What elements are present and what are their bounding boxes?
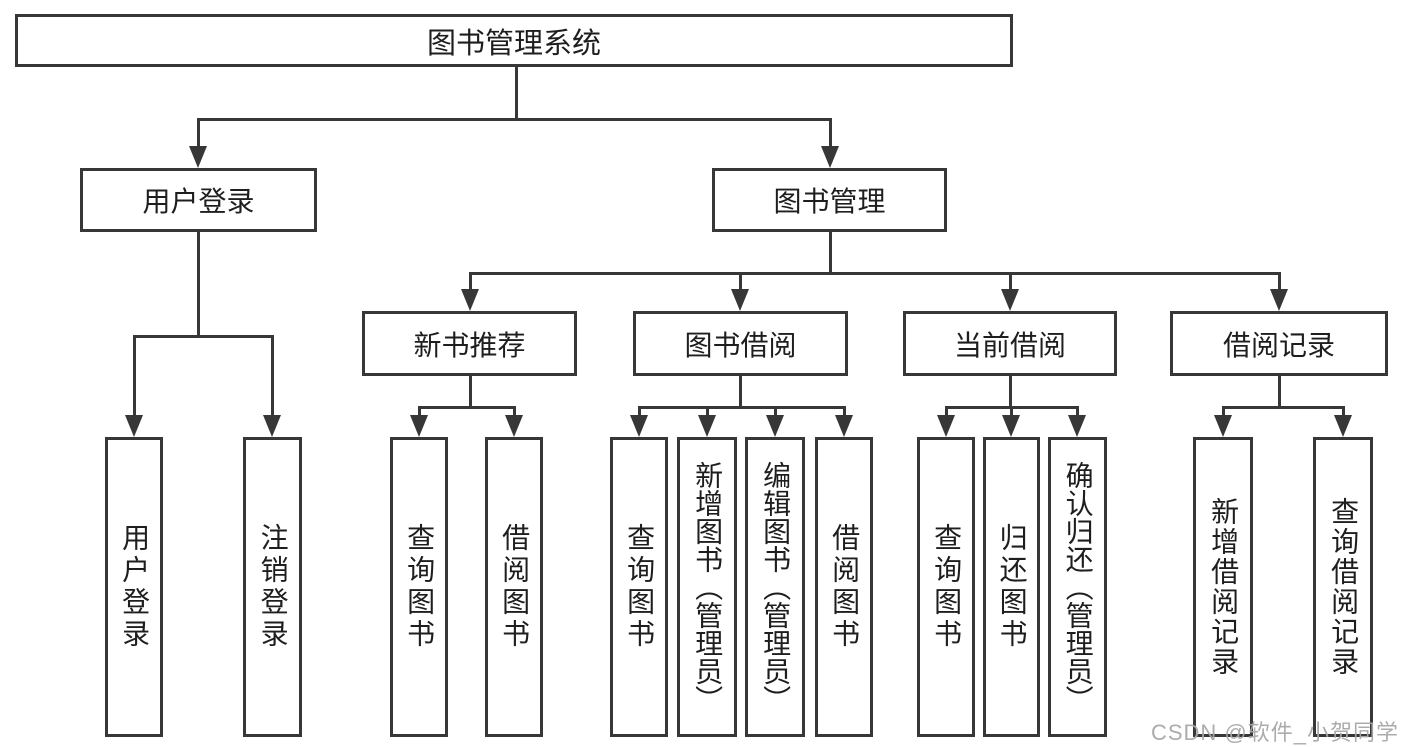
node-book-management: 图书管理 (712, 168, 947, 232)
node-current-borrowing: 当前借阅 (903, 311, 1117, 376)
connector-line (945, 406, 948, 418)
connector-line (638, 406, 641, 418)
connector-line (739, 376, 742, 409)
leaf-query-books-recommend: 查询图书 (390, 437, 448, 737)
node-label: 确认归还（管理员） (1062, 461, 1094, 713)
connector-line (133, 335, 274, 338)
connector-line (197, 118, 832, 121)
arrowhead (937, 415, 955, 437)
arrowhead (698, 415, 716, 437)
node-borrow-records: 借阅记录 (1170, 311, 1388, 376)
node-label: 新增图书（管理员） (692, 461, 724, 713)
leaf-add-books-admin: 新增图书（管理员） (677, 437, 737, 737)
connector-line (1278, 272, 1281, 292)
node-root: 图书管理系统 (15, 14, 1013, 67)
node-label: 查询图书 (931, 523, 963, 651)
connector-line (843, 406, 846, 418)
arrowhead (1270, 289, 1288, 311)
arrowhead (461, 289, 479, 311)
leaf-logout: 注销登录 (243, 437, 302, 737)
arrowhead (1334, 415, 1352, 437)
node-label: 注销登录 (257, 523, 289, 651)
connector-line (515, 67, 518, 120)
connector-line (829, 232, 832, 275)
csdn-watermark: CSDN @软件_小贺同学 (1150, 720, 1399, 745)
node-label: 借阅图书 (829, 523, 861, 651)
arrowhead (821, 146, 839, 168)
arrowhead (1214, 415, 1232, 437)
leaf-return-books: 归还图书 (983, 437, 1040, 737)
arrowhead (125, 415, 143, 437)
node-label: 图书管理系统 (426, 27, 601, 60)
node-label: 查询借阅记录 (1328, 497, 1360, 677)
arrowhead (731, 289, 749, 311)
connector-line (133, 335, 136, 417)
arrowhead (263, 415, 281, 437)
connector-line (418, 406, 515, 409)
node-label: 新书推荐 (413, 329, 526, 361)
node-label: 查询图书 (624, 523, 656, 651)
connector-line (1010, 406, 1013, 418)
leaf-add-borrow-record: 新增借阅记录 (1193, 437, 1253, 737)
node-label: 用户登录 (142, 186, 255, 217)
connector-line (739, 272, 742, 292)
arrowhead (766, 415, 784, 437)
connector-line (638, 406, 845, 409)
arrowhead (1002, 415, 1020, 437)
node-label: 用户登录 (119, 523, 151, 651)
connector-line (1222, 406, 1344, 409)
leaf-borrow-books-recommend: 借阅图书 (485, 437, 543, 737)
arrowhead (189, 146, 207, 168)
leaf-confirm-return-admin: 确认归还（管理员） (1048, 437, 1107, 737)
node-label: 图书管理 (773, 186, 886, 217)
node-label: 图书借阅 (684, 329, 797, 361)
connector-line (469, 272, 1281, 275)
arrowhead (505, 415, 523, 437)
connector-line (513, 406, 516, 418)
arrowhead (1001, 289, 1019, 311)
connector-line (469, 376, 472, 409)
leaf-query-borrow-record: 查询借阅记录 (1313, 437, 1373, 737)
connector-line (1076, 406, 1079, 418)
connector-line (774, 406, 777, 418)
node-label: 当前借阅 (953, 329, 1066, 361)
connector-line (418, 406, 421, 418)
node-label: 借阅图书 (499, 523, 531, 651)
connector-line (1009, 376, 1012, 409)
node-user-login: 用户登录 (80, 168, 317, 232)
arrowhead (630, 415, 648, 437)
leaf-query-books-current: 查询图书 (917, 437, 975, 737)
connector-line (1342, 406, 1345, 418)
arrowhead (1068, 415, 1086, 437)
arrowhead (835, 415, 853, 437)
node-label: 借阅记录 (1222, 329, 1335, 361)
node-book-borrowing: 图书借阅 (633, 311, 848, 376)
leaf-user-login: 用户登录 (105, 437, 163, 737)
node-new-book-recommend: 新书推荐 (362, 311, 577, 376)
leaf-edit-books-admin: 编辑图书（管理员） (745, 437, 805, 737)
connector-line (1222, 406, 1225, 418)
leaf-borrow-books: 借阅图书 (815, 437, 873, 737)
connector-line (197, 118, 200, 148)
connector-line (1278, 376, 1281, 409)
connector-line (271, 335, 274, 417)
node-label: 归还图书 (996, 523, 1028, 651)
connector-line (197, 232, 200, 338)
arrowhead (410, 415, 428, 437)
node-label: 编辑图书（管理员） (760, 461, 792, 713)
connector-line (829, 118, 832, 148)
connector-line (1009, 272, 1012, 292)
leaf-query-books-borrowing: 查询图书 (610, 437, 668, 737)
connector-line (469, 272, 472, 292)
node-label: 查询图书 (404, 523, 436, 651)
connector-line (706, 406, 709, 418)
node-label: 新增借阅记录 (1208, 497, 1240, 677)
